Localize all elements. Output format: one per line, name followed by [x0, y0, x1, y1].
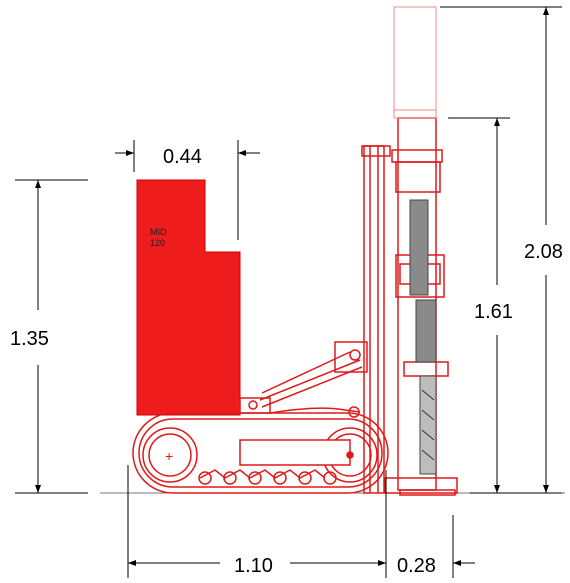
mast-extension — [393, 6, 437, 119]
dimension-arrows — [35, 7, 549, 566]
dimension-lines — [15, 6, 562, 578]
boom-arm — [239, 341, 368, 418]
dim-track-length: 1.10 — [234, 555, 273, 577]
dim-total-height: 2.08 — [524, 241, 563, 263]
machine-body: MID 120 — [136, 179, 241, 416]
dim-mast-offset: 0.28 — [397, 555, 436, 577]
machine-label-line2: 120 — [150, 238, 165, 248]
drill-rods — [409, 199, 437, 475]
drill-mast — [361, 117, 458, 496]
dim-mast-height: 1.61 — [474, 301, 513, 323]
drive-wheel-cross: + — [165, 448, 173, 464]
dim-top-width: 0.44 — [163, 146, 202, 168]
dim-body-height: 1.35 — [10, 328, 49, 350]
machine-label-line1: MID — [150, 227, 167, 237]
crawler-track — [132, 412, 389, 494]
